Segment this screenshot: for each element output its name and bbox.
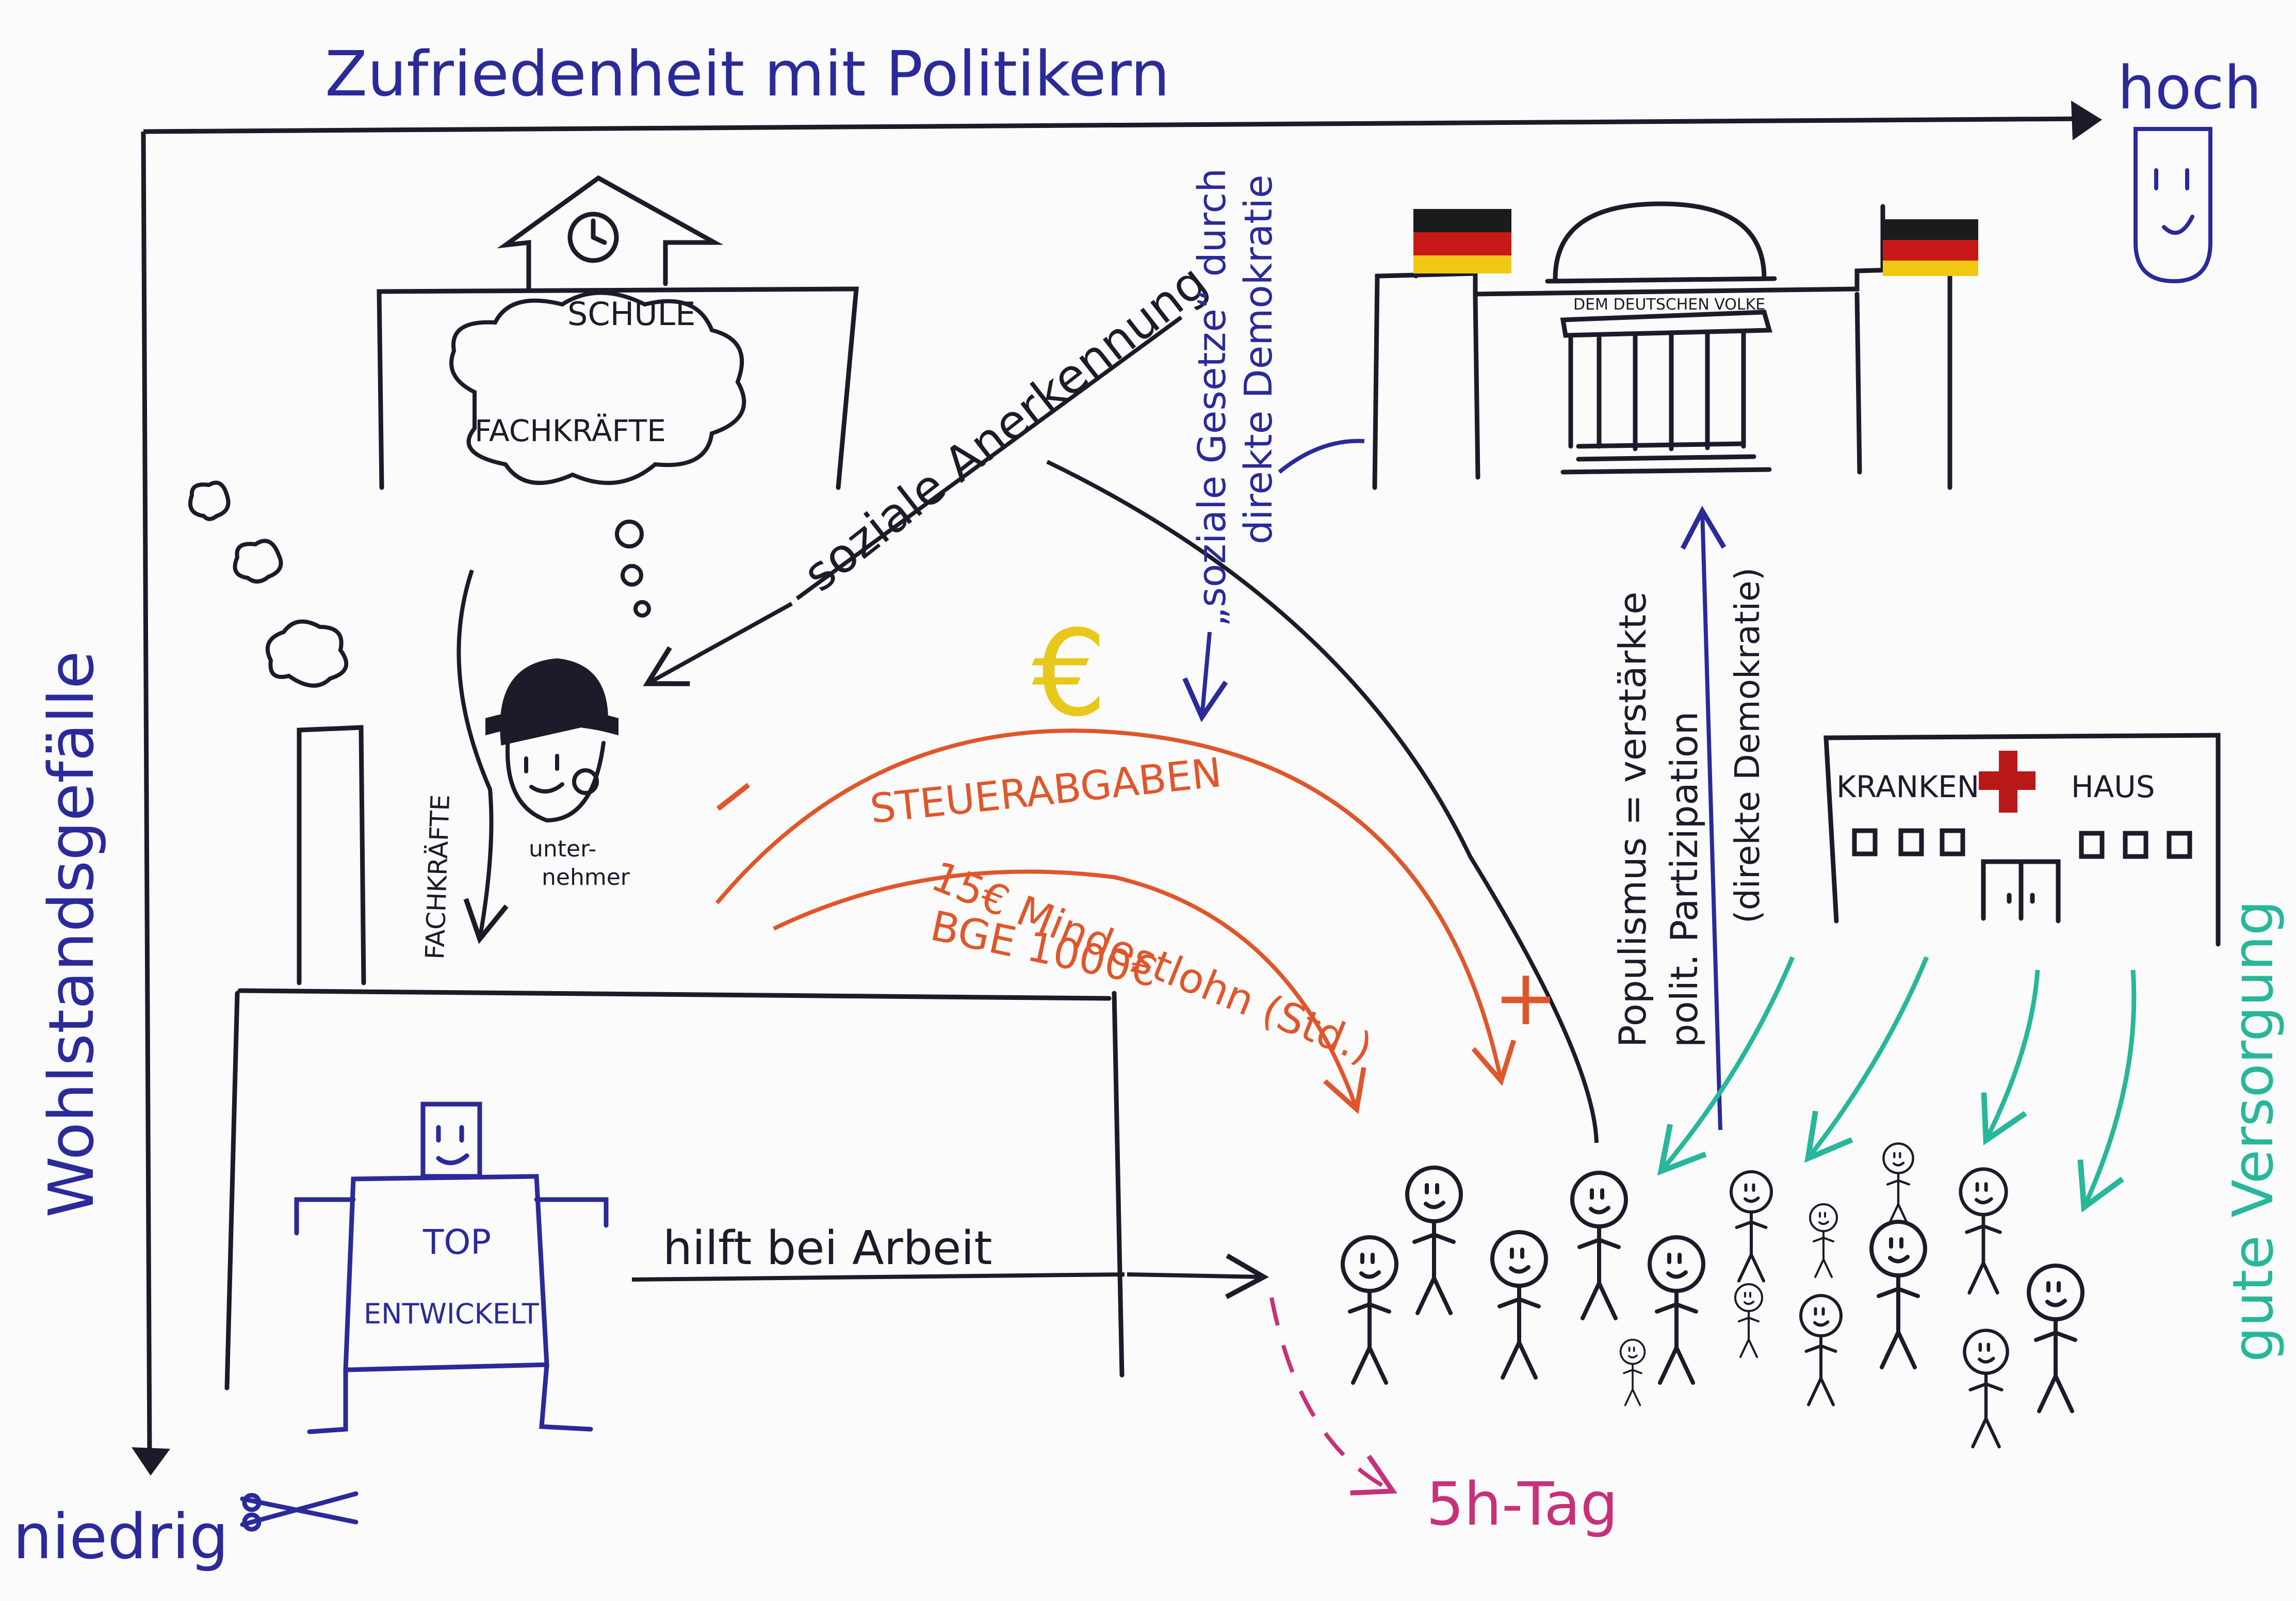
x-axis-title: Zufriedenheit mit Politikern	[325, 39, 1170, 110]
mindestlohn-arrow	[773, 869, 1366, 1114]
hospital-label-left: KRANKEN	[1836, 769, 1979, 804]
fachkraefte-arrow	[457, 569, 509, 944]
parliament-connector	[1278, 439, 1365, 474]
robot-figure	[294, 1102, 609, 1434]
thought-cloud	[449, 290, 746, 618]
scissors-icon	[240, 1491, 359, 1532]
entrepreneur-label-1: unter-	[529, 836, 596, 862]
y-axis-arrowhead	[132, 1447, 170, 1476]
smoke-icon	[188, 480, 349, 688]
care-arrow-2	[1804, 956, 1929, 1163]
populismus-label: Populismus = verstärkte	[1611, 592, 1654, 1047]
german-flag-left	[1413, 209, 1511, 273]
parliament-inscription: DEM DEUTSCHEN VOLKE	[1573, 296, 1765, 314]
fachkraefte-arrow-label: FACHKRÄFTE	[420, 794, 455, 960]
hilft-arbeit-line	[631, 1272, 1125, 1282]
x-axis-arrowhead	[2071, 101, 2102, 140]
entrepreneur-figure	[485, 658, 618, 823]
hospital-building	[1823, 733, 2221, 947]
happy-face-icon	[2134, 127, 2212, 284]
cloud-label: FACHKRÄFTE	[475, 413, 666, 448]
soziale-anerkennung-arrow	[643, 602, 793, 686]
care-arrow-1	[1657, 956, 1795, 1176]
care-arrow-3	[1981, 969, 2040, 1145]
hilft-arbeit-arrow	[1127, 1253, 1269, 1299]
hilft-arbeit-label: hilft bei Arbeit	[663, 1221, 992, 1275]
german-flag-right	[1883, 219, 1978, 276]
robot-label-1: TOP	[422, 1222, 491, 1262]
versorgung-arrows	[1657, 956, 2137, 1213]
robot-label-2: ENTWICKELT	[364, 1298, 540, 1330]
y-axis-low-label: niedrig	[13, 1501, 229, 1573]
steuer-arrow	[715, 729, 1517, 1086]
red-cross-icon	[1979, 751, 2036, 813]
y-axis	[132, 131, 170, 1476]
x-axis	[143, 101, 2102, 140]
direkte-demokratie-2-label: (direkte Demokratie)	[1728, 568, 1767, 924]
partizipation-label: polit. Partizipation	[1663, 711, 1706, 1047]
euro-icon: €	[1032, 605, 1107, 743]
soziale-gesetze-arrow	[1182, 632, 1228, 722]
gute-versorgung-label: gute Versorgung	[2221, 900, 2286, 1362]
x-axis-line	[143, 116, 2095, 134]
x-axis-high-label: hoch	[2118, 54, 2261, 123]
school-building	[377, 175, 859, 490]
plus-sign: +	[1493, 953, 1558, 1043]
soziale-gesetze-label: „soziale Gesetze“ durch	[1190, 168, 1234, 627]
direkte-demokratie-label: direkte Demokratie	[1236, 175, 1281, 544]
factory-building	[224, 725, 1125, 1390]
anerkennung-people-curve	[1046, 460, 1599, 1143]
fuenf-h-tag-arrow	[1269, 1297, 1397, 1496]
hospital-label-right: HAUS	[2071, 769, 2155, 804]
entrepreneur-label-2: nehmer	[542, 864, 630, 891]
soziale-anerkennung-line	[795, 315, 1183, 601]
fuenf-h-tag-label: 5h-Tag	[1426, 1470, 1618, 1539]
y-axis-line	[141, 131, 152, 1456]
care-arrow-4	[2077, 969, 2137, 1213]
y-axis-title: Wohlstandsgefälle	[36, 651, 108, 1218]
populismus-arrow	[1680, 506, 1727, 1130]
